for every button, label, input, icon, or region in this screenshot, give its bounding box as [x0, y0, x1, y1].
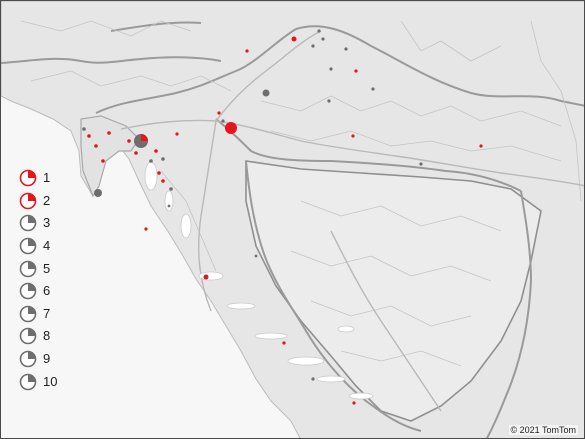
legend-label: 5: [43, 260, 51, 276]
map-marker[interactable]: [317, 29, 321, 33]
legend-label: 7: [43, 305, 51, 321]
legend-label: 3: [43, 215, 51, 231]
legend-label: 8: [43, 328, 51, 344]
map-marker[interactable]: [175, 132, 179, 136]
pie-icon-gray: [19, 282, 37, 300]
pie-icon-gray: [19, 328, 37, 345]
map-marker[interactable]: [144, 227, 148, 231]
highway-lines: [120, 30, 584, 412]
region-lines: [20, 20, 582, 367]
legend-label: 6: [43, 283, 51, 299]
map-marker[interactable]: [352, 401, 356, 405]
pie-icon-gray: [19, 373, 37, 390]
legend-label: 1: [43, 170, 51, 186]
pie-icon-red: [19, 192, 37, 210]
map-marker[interactable]: [225, 122, 237, 134]
map-marker[interactable]: [327, 99, 331, 103]
data-markers[interactable]: [82, 29, 483, 405]
legend-item[interactable]: 1: [19, 167, 79, 190]
map-marker[interactable]: [94, 189, 102, 197]
legend-item[interactable]: 4: [19, 235, 79, 258]
legend-label: 9: [43, 351, 51, 367]
legend-item[interactable]: 2: [19, 190, 79, 213]
map-marker[interactable]: [354, 69, 358, 73]
map-marker[interactable]: [245, 49, 249, 53]
pie-icon-gray: [19, 215, 37, 232]
map-marker[interactable]: [203, 274, 209, 280]
map-marker[interactable]: [149, 159, 153, 163]
map-marker[interactable]: [101, 159, 105, 163]
map-marker[interactable]: [282, 341, 286, 345]
legend-label: 2: [43, 192, 51, 208]
map-marker[interactable]: [371, 87, 375, 91]
pie-icon-gray: [19, 350, 37, 368]
map-marker[interactable]: [321, 37, 325, 41]
legend: 1 2 3 4 5 6 7 8 9 10: [19, 167, 79, 393]
islands: [144, 161, 374, 400]
pie-icon-gray: [19, 305, 37, 323]
map-marker[interactable]: [217, 111, 221, 115]
map-marker[interactable]: [161, 157, 165, 161]
map-attribution: © 2021 TomTom: [508, 425, 578, 435]
map-marker[interactable]: [161, 179, 165, 183]
legend-item[interactable]: 8: [19, 325, 79, 348]
map-marker[interactable]: [311, 377, 315, 381]
pie-icon-red: [19, 169, 37, 187]
legend-item[interactable]: 7: [19, 303, 79, 326]
map-marker[interactable]: [141, 134, 148, 141]
map-marker[interactable]: [221, 119, 225, 123]
pie-icon-gray: [19, 237, 37, 255]
legend-item[interactable]: 10: [19, 370, 79, 393]
legend-label: 4: [43, 238, 51, 254]
map-marker[interactable]: [419, 162, 423, 166]
map-marker[interactable]: [254, 254, 258, 258]
legend-item[interactable]: 3: [19, 212, 79, 235]
map-marker[interactable]: [291, 36, 297, 42]
map-marker[interactable]: [311, 44, 315, 48]
map-marker[interactable]: [479, 144, 483, 148]
map-marker[interactable]: [329, 67, 333, 71]
map-marker[interactable]: [262, 89, 270, 97]
country-borders: [1, 21, 584, 438]
legend-item[interactable]: 5: [19, 257, 79, 280]
map-marker[interactable]: [167, 204, 171, 208]
legend-label: 10: [43, 373, 58, 389]
map-marker[interactable]: [351, 134, 355, 138]
istria-peninsula: [80, 115, 140, 198]
map-marker[interactable]: [157, 171, 161, 175]
map-marker[interactable]: [154, 149, 158, 153]
map-marker[interactable]: [87, 134, 91, 138]
legend-item[interactable]: 9: [19, 348, 79, 371]
map-marker[interactable]: [134, 151, 138, 155]
pie-icon-gray: [19, 260, 37, 277]
map-marker[interactable]: [169, 187, 173, 191]
legend-item[interactable]: 6: [19, 280, 79, 303]
map-marker[interactable]: [107, 131, 111, 135]
map-marker[interactable]: [344, 47, 348, 51]
map-marker[interactable]: [127, 139, 131, 143]
map-marker[interactable]: [82, 127, 86, 131]
map-marker[interactable]: [94, 144, 98, 148]
